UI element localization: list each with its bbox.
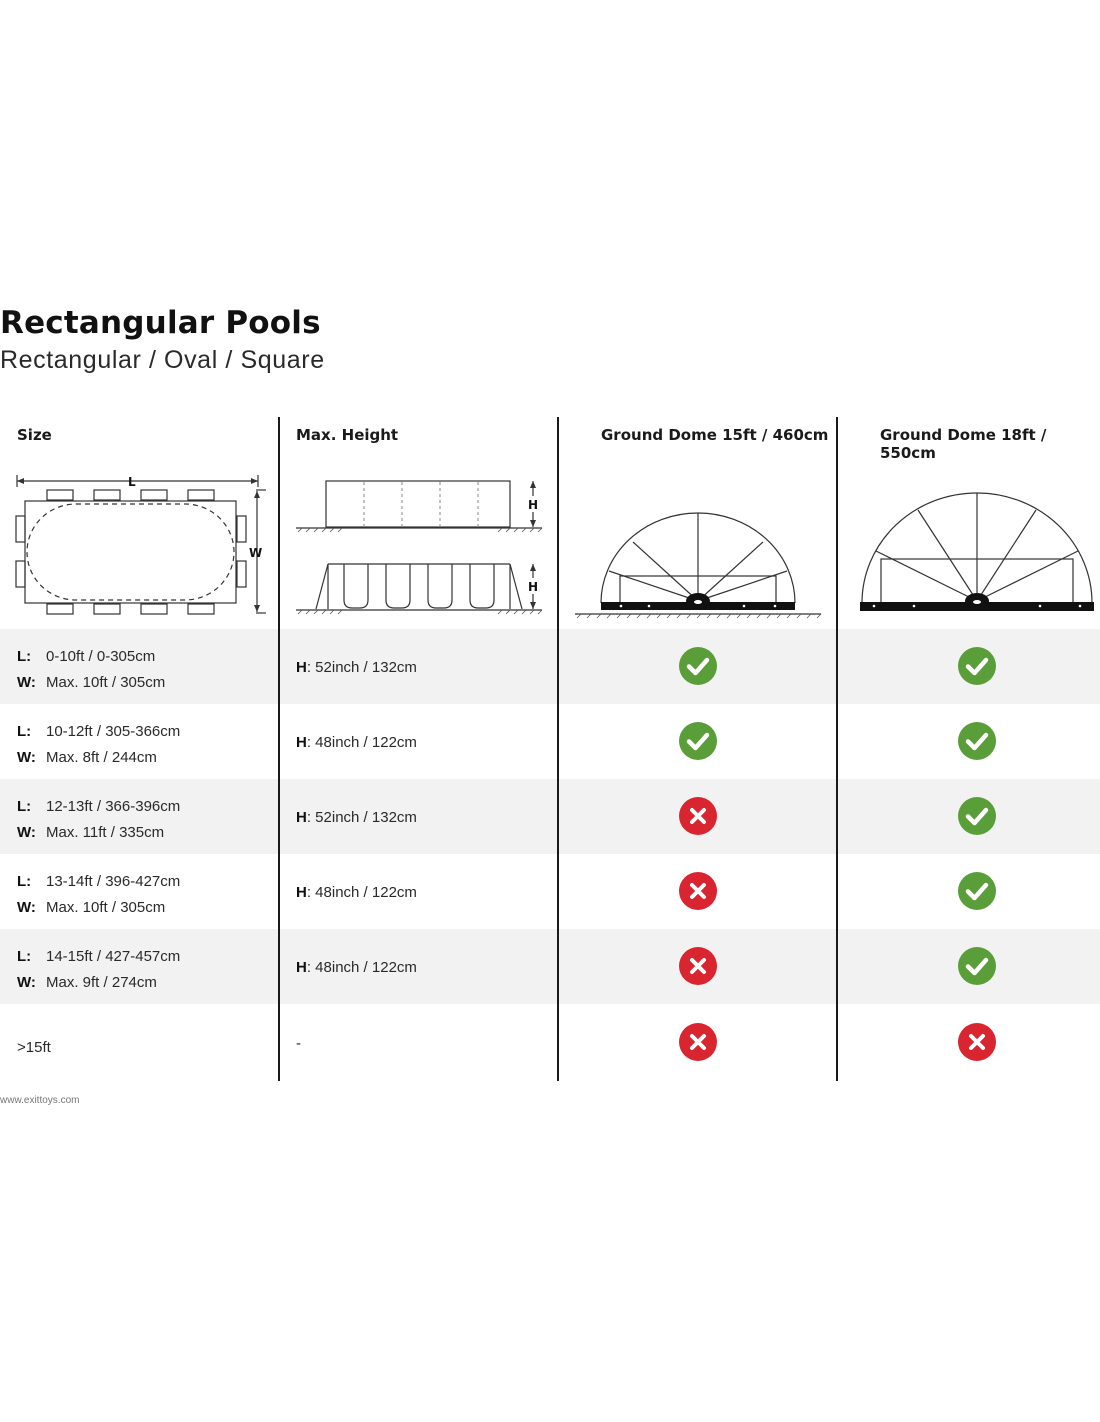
row-bg-3 bbox=[0, 779, 1100, 854]
column-divider bbox=[557, 417, 559, 1081]
footer-url: www.exittoys.com bbox=[0, 1095, 80, 1106]
length-label: L: bbox=[17, 648, 32, 665]
page-title: Rectangular Pools bbox=[0, 305, 321, 341]
size-cell: L: 14-15ft / 427-457cm W: Max. 9ft / 274cm bbox=[17, 944, 180, 996]
cross-icon bbox=[690, 1034, 706, 1050]
dome-15-status bbox=[679, 947, 717, 985]
height-cell: - bbox=[296, 1035, 301, 1052]
length-value: 12-13ft / 366-396cm bbox=[46, 798, 181, 815]
dome-18-status bbox=[958, 947, 996, 985]
size-cell: L: 10-12ft / 305-366cm W: Max. 8ft / 244cm bbox=[17, 719, 180, 771]
width-value: Max. 11ft / 335cm bbox=[46, 824, 165, 841]
check-icon bbox=[686, 657, 710, 676]
row-bg-6 bbox=[0, 1004, 1100, 1079]
dome-18-status bbox=[958, 797, 996, 835]
check-icon bbox=[965, 957, 989, 976]
height-label: H bbox=[296, 809, 307, 826]
height-cell: H: 52inch / 132cm bbox=[296, 659, 417, 676]
width-label: W: bbox=[17, 824, 36, 841]
height-cell: H: 48inch / 122cm bbox=[296, 884, 417, 901]
dome-15-status bbox=[679, 647, 717, 685]
dome-18-status bbox=[958, 647, 996, 685]
height-label: H bbox=[296, 734, 307, 751]
check-icon bbox=[965, 657, 989, 676]
dome-15-status bbox=[679, 1023, 717, 1061]
height-value: : 52inch / 132cm bbox=[306, 809, 417, 826]
dome-15-diagram bbox=[575, 512, 822, 619]
width-value: Max. 10ft / 305cm bbox=[46, 899, 166, 916]
height-cell: H: 48inch / 122cm bbox=[296, 734, 417, 751]
width-label: W: bbox=[17, 899, 36, 916]
length-value: 10-12ft / 305-366cm bbox=[46, 723, 181, 740]
column-divider bbox=[836, 417, 838, 1081]
height-label: H bbox=[296, 659, 307, 676]
check-icon bbox=[686, 732, 710, 751]
width-label: W: bbox=[17, 749, 36, 766]
dome-18-status bbox=[958, 1023, 996, 1061]
cross-icon bbox=[969, 1034, 985, 1050]
length-label: L: bbox=[17, 798, 32, 815]
width-value: Max. 9ft / 274cm bbox=[46, 974, 157, 991]
height-value: : 48inch / 122cm bbox=[306, 734, 417, 751]
row-bg-5 bbox=[0, 929, 1100, 1004]
length-value: 14-15ft / 427-457cm bbox=[46, 948, 181, 965]
column-divider bbox=[278, 417, 280, 1081]
header-dome-18: Ground Dome 18ft / 550cm bbox=[880, 426, 1047, 462]
size-cell: L: 12-13ft / 366-396cm W: Max. 11ft / 335c… bbox=[17, 794, 180, 846]
size-cell: >15ft bbox=[17, 1039, 51, 1056]
width-value: Max. 8ft / 244cm bbox=[46, 749, 157, 766]
size-cell: L: 13-14ft / 396-427cm W: Max. 10ft / 305c… bbox=[17, 869, 180, 921]
length-label: L: bbox=[17, 948, 32, 965]
check-icon bbox=[965, 882, 989, 901]
length-label: L: bbox=[17, 873, 32, 890]
cross-icon bbox=[690, 883, 706, 899]
height-label-bottom: H bbox=[528, 580, 538, 594]
size-cell: L: 0-10ft / 0-305cm W: Max. 10ft / 305cm bbox=[17, 644, 165, 696]
height-value: : 48inch / 122cm bbox=[306, 884, 417, 901]
check-icon bbox=[965, 807, 989, 826]
row-bg-1 bbox=[0, 629, 1100, 704]
header-dome-15: Ground Dome 15ft / 460cm bbox=[601, 426, 829, 444]
header-size: Size bbox=[17, 426, 52, 444]
height-label-top: H bbox=[528, 498, 538, 512]
height-cell: H: 52inch / 132cm bbox=[296, 809, 417, 826]
width-label: W: bbox=[17, 674, 36, 691]
dome-15-status bbox=[679, 722, 717, 760]
length-value: 0-10ft / 0-305cm bbox=[46, 648, 156, 665]
header-height: Max. Height bbox=[296, 426, 399, 444]
dome-18-status bbox=[958, 722, 996, 760]
dome-15-status bbox=[679, 797, 717, 835]
width-label: W bbox=[249, 546, 262, 560]
dome-18-diagram bbox=[860, 492, 1094, 611]
width-value: Max. 10ft / 305cm bbox=[46, 674, 166, 691]
check-icon bbox=[965, 732, 989, 751]
height-label: H bbox=[296, 959, 307, 976]
cross-icon bbox=[690, 958, 706, 974]
height-value: : 52inch / 132cm bbox=[306, 659, 417, 676]
pool-size-diagram: L W bbox=[15, 475, 266, 615]
cross-icon bbox=[690, 808, 706, 824]
page-subtitle: Rectangular / Oval / Square bbox=[0, 346, 325, 374]
length-value: 13-14ft / 396-427cm bbox=[46, 873, 181, 890]
width-label: W: bbox=[17, 974, 36, 991]
height-label: H bbox=[296, 884, 307, 901]
pool-height-diagram: H H bbox=[296, 480, 543, 615]
height-cell: H: 48inch / 122cm bbox=[296, 959, 417, 976]
height-value: : 48inch / 122cm bbox=[306, 959, 417, 976]
dome-18-status bbox=[958, 872, 996, 910]
length-label: L: bbox=[17, 723, 32, 740]
length-label: L bbox=[128, 475, 136, 489]
dome-15-status bbox=[679, 872, 717, 910]
